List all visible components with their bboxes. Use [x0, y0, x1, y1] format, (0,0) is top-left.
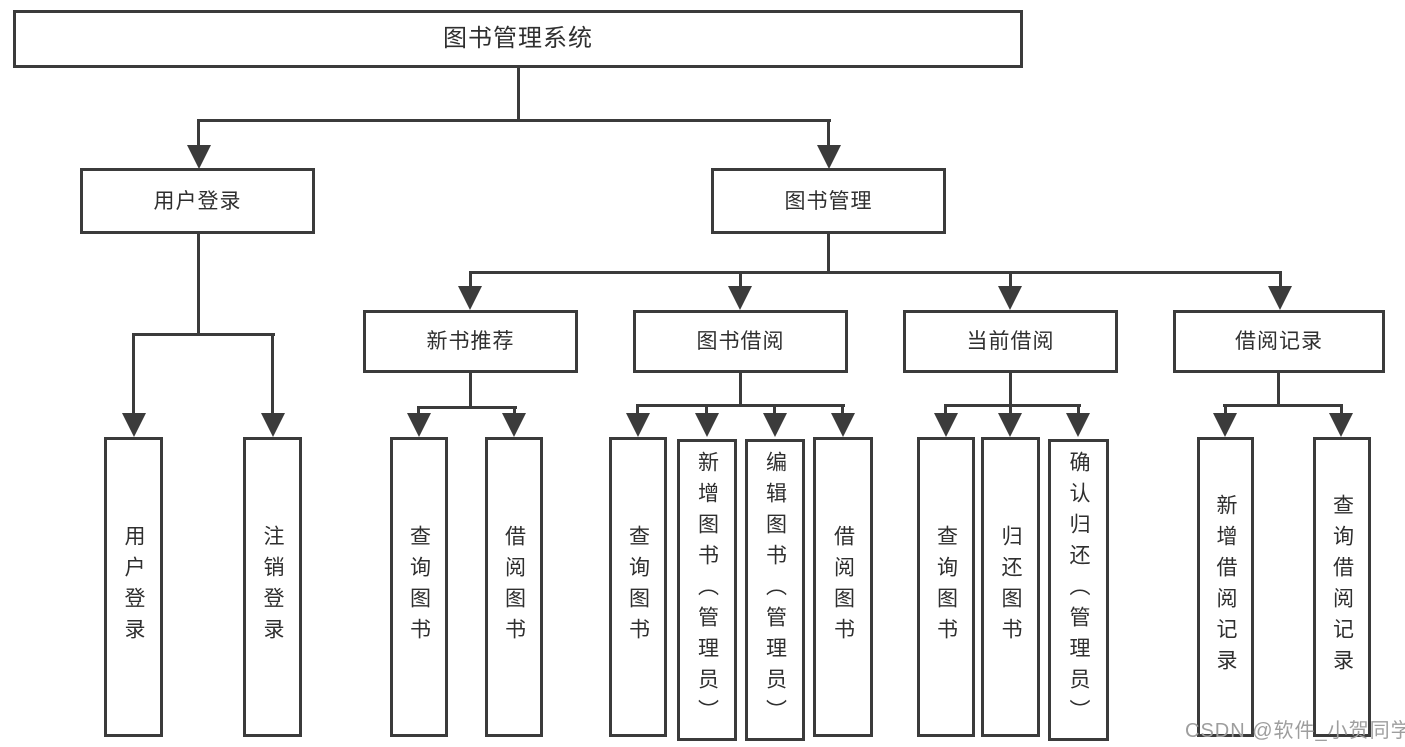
arrow-down-icon: [998, 413, 1022, 437]
arrow-down-icon: [626, 413, 650, 437]
arrow-down-icon: [998, 286, 1022, 310]
connector-line: [827, 234, 830, 274]
connector-line: [739, 373, 742, 407]
connector-line: [1224, 404, 1227, 417]
node-label: 图书借阅: [696, 330, 785, 353]
connector-line: [636, 404, 639, 417]
connector-line: [1009, 404, 1012, 417]
connector-line: [469, 271, 1282, 274]
connector-line: [944, 404, 947, 417]
csdn-watermark: CSDN @软件_小贺同学: [1185, 720, 1405, 742]
diagram-node-book-borrow: 图书借阅: [633, 310, 848, 373]
connector-line: [132, 333, 135, 416]
connector-line: [1277, 373, 1280, 407]
diagram-leaf-query-borrow-record: 查询借阅记录: [1313, 437, 1371, 737]
connector-line: [197, 119, 831, 122]
connector-line: [1340, 404, 1343, 417]
connector-line: [132, 333, 275, 336]
node-label: 用户登录: [153, 189, 242, 213]
node-label: 归还图书: [999, 525, 1022, 649]
connector-line: [469, 373, 472, 409]
node-label: 查询图书: [626, 525, 650, 649]
connector-line: [197, 234, 200, 336]
diagram-node-root: 图书管理系统: [13, 10, 1023, 68]
node-label: 确认归还（管理员）: [1067, 450, 1090, 730]
arrow-down-icon: [122, 413, 146, 437]
connector-line: [636, 404, 845, 407]
connector-line: [271, 333, 274, 416]
diagram-leaf-query-book: 查询图书: [609, 437, 667, 737]
diagram-leaf-return-book: 归还图书: [981, 437, 1040, 737]
connector-line: [1223, 404, 1343, 407]
node-label: 借阅图书: [502, 525, 526, 649]
arrow-down-icon: [502, 413, 526, 437]
diagram-leaf-query-book: 查询图书: [917, 437, 975, 737]
connector-line: [1009, 271, 1012, 290]
arrow-down-icon: [1066, 413, 1090, 437]
arrow-down-icon: [695, 413, 719, 437]
connector-line: [417, 406, 517, 409]
diagram-leaf-logout: 注销登录: [243, 437, 302, 737]
diagram-leaf-borrow-book: 借阅图书: [813, 437, 873, 737]
connector-line: [944, 404, 1081, 407]
diagram-leaf-query-book: 查询图书: [390, 437, 448, 737]
node-label: 当前借阅: [966, 330, 1055, 353]
connector-line: [1279, 271, 1282, 290]
node-label: 新书推荐: [426, 330, 515, 353]
arrow-down-icon: [763, 413, 787, 437]
connector-line: [469, 271, 472, 290]
diagram-node-current-borrow: 当前借阅: [903, 310, 1118, 373]
diagram-node-new-book-recommend: 新书推荐: [363, 310, 578, 373]
diagram-leaf-edit-book-admin: 编辑图书（管理员）: [745, 439, 805, 741]
node-label: 借阅图书: [831, 525, 855, 649]
arrow-down-icon: [187, 145, 211, 169]
diagram-leaf-add-borrow-record: 新增借阅记录: [1197, 437, 1254, 737]
node-label: 图书管理: [784, 189, 873, 213]
arrow-down-icon: [817, 145, 841, 169]
diagram-leaf-user-login: 用户登录: [104, 437, 163, 737]
node-label: 用户登录: [122, 525, 145, 649]
node-label: 图书管理系统: [443, 25, 593, 52]
connector-line: [739, 271, 742, 290]
arrow-down-icon: [1268, 286, 1292, 310]
connector-line: [773, 404, 776, 417]
node-label: 编辑图书（管理员）: [763, 450, 787, 730]
node-label: 查询图书: [934, 525, 958, 649]
diagram-node-user-login: 用户登录: [80, 168, 315, 234]
node-label: 借阅记录: [1235, 330, 1323, 353]
diagram-leaf-add-book-admin: 新增图书（管理员）: [677, 439, 737, 741]
connector-line: [513, 406, 516, 417]
arrow-down-icon: [407, 413, 431, 437]
node-label: 查询图书: [407, 525, 431, 649]
diagram-leaf-borrow-book: 借阅图书: [485, 437, 543, 737]
diagram-node-book-management: 图书管理: [711, 168, 946, 234]
arrow-down-icon: [831, 413, 855, 437]
connector-line: [1009, 373, 1012, 407]
connector-line: [705, 404, 708, 417]
diagram-node-borrow-records: 借阅记录: [1173, 310, 1385, 373]
arrow-down-icon: [934, 413, 958, 437]
connector-line: [417, 406, 420, 417]
arrow-down-icon: [1329, 413, 1353, 437]
connector-line: [841, 404, 844, 417]
connector-line: [197, 119, 200, 150]
arrow-down-icon: [261, 413, 285, 437]
arrow-down-icon: [1213, 413, 1237, 437]
arrow-down-icon: [458, 286, 482, 310]
node-label: 查询借阅记录: [1330, 494, 1354, 680]
connector-line: [827, 119, 830, 150]
arrow-down-icon: [728, 286, 752, 310]
node-label: 新增图书（管理员）: [695, 450, 719, 730]
diagram-leaf-confirm-return-admin: 确认归还（管理员）: [1048, 439, 1109, 741]
connector-line: [1077, 404, 1080, 417]
node-label: 注销登录: [261, 525, 284, 649]
node-label: 新增借阅记录: [1214, 494, 1237, 680]
connector-line: [517, 66, 520, 121]
